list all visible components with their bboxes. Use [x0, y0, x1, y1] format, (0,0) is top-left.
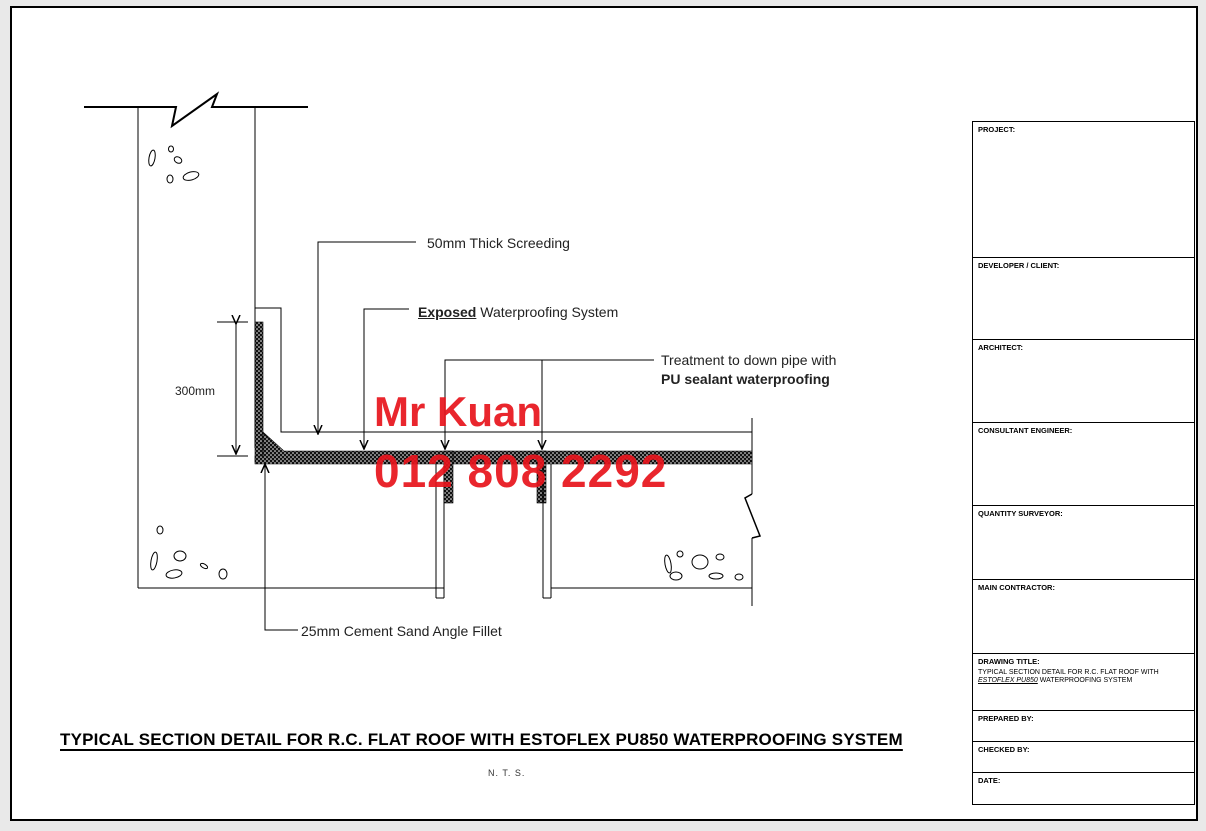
label-dimension: 300mm — [175, 384, 216, 398]
watermark-phone: 012 808 2292 — [374, 445, 668, 497]
title-block: PROJECT: DEVELOPER / CLIENT: ARCHITECT: … — [972, 121, 1195, 805]
tb-checked: CHECKED BY: — [973, 742, 1194, 773]
parapet-wall — [137, 107, 753, 606]
tb-consultant: CONSULTANT ENGINEER: — [973, 423, 1194, 506]
label-exposed-bold: Exposed — [418, 304, 477, 320]
tb-date: DATE: — [973, 773, 1194, 804]
down-pipes — [435, 464, 552, 599]
tb-drawing-title-system: WATERPROOFING SYSTEM — [1037, 677, 1133, 684]
aggregate-stones — [148, 145, 744, 581]
tb-architect-label: ARCHITECT: — [978, 343, 1023, 352]
tb-checked-label: CHECKED BY: — [978, 745, 1030, 754]
tb-qs-label: QUANTITY SURVEYOR: — [978, 509, 1063, 518]
screed-outline — [255, 307, 752, 433]
label-exposed-waterproofing: Exposed Waterproofing System — [418, 304, 618, 320]
leader-lines — [265, 241, 654, 631]
tb-drawing-title: DRAWING TITLE: TYPICAL SECTION DETAIL FO… — [973, 654, 1194, 711]
watermark-name: Mr Kuan — [374, 388, 542, 435]
drawing-sheet: 50mm Thick Screeding Exposed Waterproofi… — [10, 6, 1198, 821]
scale-note: N. T. S. — [488, 768, 526, 778]
tb-prepared-label: PREPARED BY: — [978, 714, 1034, 723]
tb-drawing-title-line1: TYPICAL SECTION DETAIL FOR R.C. FLAT ROO… — [978, 669, 1159, 676]
tb-drawing-title-line2: ESTOFLEX PU850 WATERPROOFING SYSTEM — [978, 677, 1190, 685]
tb-qs: QUANTITY SURVEYOR: — [973, 506, 1194, 580]
drawing-title: TYPICAL SECTION DETAIL FOR R.C. FLAT ROO… — [60, 730, 903, 749]
tb-drawing-title-value: TYPICAL SECTION DETAIL FOR R.C. FLAT ROO… — [978, 669, 1190, 685]
tb-contractor: MAIN CONTRACTOR: — [973, 580, 1194, 654]
waterproofing-membrane — [254, 321, 753, 504]
tb-project-label: PROJECT: — [978, 125, 1016, 134]
tb-contractor-label: MAIN CONTRACTOR: — [978, 583, 1055, 592]
tb-architect: ARCHITECT: — [973, 340, 1194, 423]
label-screeding: 50mm Thick Screeding — [427, 235, 570, 251]
tb-developer: DEVELOPER / CLIENT: — [973, 258, 1194, 340]
break-line-top — [84, 91, 308, 129]
tb-date-label: DATE: — [978, 776, 1001, 785]
tb-drawing-title-product: ESTOFLEX PU850 — [978, 677, 1038, 684]
label-downpipe-line1: Treatment to down pipe with — [661, 352, 837, 368]
dimension-300mm — [217, 322, 248, 457]
break-line-right — [744, 493, 762, 539]
tb-prepared: PREPARED BY: — [973, 711, 1194, 742]
tb-consultant-label: CONSULTANT ENGINEER: — [978, 426, 1073, 435]
tb-project: PROJECT: — [973, 122, 1194, 258]
label-fillet: 25mm Cement Sand Angle Fillet — [301, 623, 502, 639]
section-detail-drawing — [84, 91, 762, 631]
tb-developer-label: DEVELOPER / CLIENT: — [978, 261, 1060, 270]
label-exposed-rest: Waterproofing System — [476, 304, 619, 320]
label-downpipe-line2: PU sealant waterproofing — [661, 371, 830, 387]
tb-drawing-title-label: DRAWING TITLE: — [978, 657, 1040, 666]
